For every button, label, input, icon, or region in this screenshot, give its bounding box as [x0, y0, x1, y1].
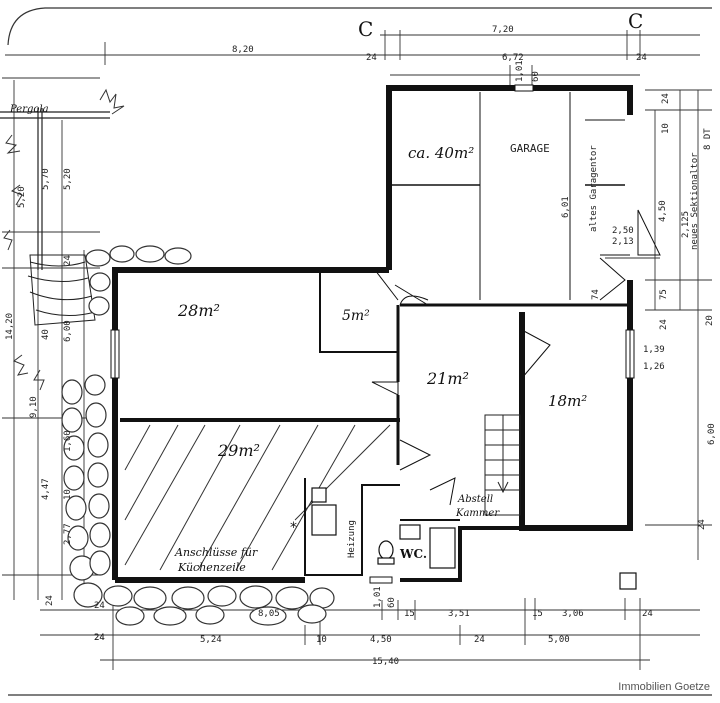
- dim-right-10: 10: [661, 123, 671, 134]
- anschluss-label-1: Anschlüsse für: [174, 546, 258, 559]
- garage-label: GARAGE: [510, 142, 550, 155]
- stone-paving: [61, 245, 335, 626]
- dim-left-160: 1,60: [63, 430, 73, 452]
- dim-bottom-10: 10: [316, 635, 327, 645]
- dim-right-450: 4,50: [658, 200, 668, 222]
- dim-bottom-500: 5,00: [548, 635, 570, 645]
- garage-area-label: ca. 40m²: [408, 144, 474, 162]
- dim-bottom-524: 5,24: [200, 635, 222, 645]
- dim-left-1420: 14,20: [5, 313, 15, 340]
- rotated-labels: Heizung altes Garagentor neues Sektional…: [347, 128, 713, 558]
- dim-bottom-15-b: 15: [532, 609, 543, 619]
- dim-top-24-b: 24: [636, 53, 647, 63]
- stairs: [484, 414, 521, 516]
- room-east-label: 18m²: [548, 392, 587, 410]
- dim-left-277: 2,77: [63, 523, 73, 545]
- dim-top-left-total: 8,20: [232, 45, 254, 55]
- dim-left-520-b: 5,20: [63, 168, 73, 190]
- tor-height-label: 8 DT: [703, 128, 713, 150]
- dim-bottom-805: 8,05: [258, 609, 280, 619]
- dim-right-75: 75: [659, 289, 669, 300]
- room-southwest-label: 29m²: [217, 441, 260, 460]
- dimension-lines: [2, 30, 712, 670]
- dim-bottom-total: 15,40: [372, 657, 399, 667]
- plants: [3, 88, 125, 391]
- room-hall-label: 21m²: [426, 369, 469, 388]
- room-labels: ca. 40m² GARAGE 28m² 5m² 21m² 18m² 29m² …: [9, 9, 643, 574]
- dim-left-40: 40: [41, 329, 51, 340]
- pergola-label: Pergola: [9, 104, 49, 115]
- dim-bottom-15-a: 15: [404, 609, 415, 619]
- dim-left-24: 24: [63, 255, 73, 266]
- dim-left-24-b: 24: [45, 595, 55, 606]
- dim-bottom-24-a: 24: [94, 601, 105, 611]
- dim-bottom-24-e: 24: [474, 635, 485, 645]
- dim-right-24-a: 24: [661, 93, 671, 104]
- dim-bottom-24-d: 24: [94, 633, 105, 643]
- dim-right-2125: 2,125: [681, 211, 691, 238]
- dim-bottom-24-b: 24: [94, 633, 105, 643]
- dim-top-24-a: 24: [366, 53, 377, 63]
- dim-top-right-total: 7,20: [492, 25, 514, 35]
- altes-garagentor-label: altes Garagentor: [589, 145, 599, 232]
- dim-right-600: 6,00: [707, 423, 717, 445]
- section-c-left: C: [358, 17, 373, 41]
- dim-top-672: 6,72: [502, 53, 524, 63]
- windows: [110, 84, 635, 584]
- heizung-label: Heizung: [347, 520, 357, 558]
- asterisk-mark: *: [290, 520, 297, 536]
- watermark: Immobilien Goetze: [618, 681, 710, 693]
- sheet-border: [7, 7, 712, 696]
- dim-left-600: 6,00: [63, 320, 73, 342]
- dim-bottom-306: 3,06: [562, 609, 584, 619]
- dim-bottom-60: 60: [387, 597, 397, 608]
- fixtures: [311, 487, 637, 590]
- dim-left-447: 4,47: [41, 478, 51, 500]
- dim-top-101: 1,01: [515, 60, 525, 82]
- curved-steps: [27, 254, 96, 326]
- abstellkammer-label-1: Abstell: [457, 494, 493, 505]
- abstellkammer-label-2: Kammer: [455, 508, 500, 519]
- dim-right-126: 1,26: [643, 362, 665, 372]
- room-west-label: 28m²: [177, 301, 220, 320]
- dim-left-10: 10: [63, 489, 73, 500]
- dim-right-74: 74: [591, 289, 601, 300]
- dim-bottom-24-c: 24: [642, 609, 653, 619]
- doors: [371, 209, 661, 506]
- dim-left-520-a: 5,20: [17, 186, 27, 208]
- room-small-label: 5m²: [342, 308, 370, 324]
- anschluss-label-2: Küchenzeile: [177, 561, 246, 574]
- neues-sektionaltor-label: neues Sektionaltor: [690, 152, 700, 250]
- dim-right-24-c: 24: [697, 519, 707, 530]
- walls: [112, 85, 633, 583]
- dim-bottom-101: 1,01: [373, 586, 383, 608]
- dim-right-139: 1,39: [643, 345, 665, 355]
- dim-right-213: 2,13: [612, 237, 634, 247]
- wc-label: WC.: [399, 547, 427, 561]
- pergola: [0, 108, 110, 270]
- dim-left-910: 9,10: [29, 396, 39, 418]
- dim-right-250: 2,50: [612, 226, 634, 236]
- section-c-right: C: [628, 9, 643, 33]
- dim-garage-601: 6,01: [561, 196, 571, 218]
- dim-right-24-b: 24: [659, 319, 669, 330]
- dimension-texts: 8,20 24 7,20 6,72 24 1,01 60 6,01 24 10 …: [5, 25, 717, 667]
- dim-right-20: 20: [705, 315, 715, 326]
- dim-bottom-351: 3,51: [448, 609, 470, 619]
- dim-top-60: 60: [531, 71, 541, 82]
- dim-bottom-450: 4,50: [370, 635, 392, 645]
- dim-left-570: 5,70: [41, 168, 51, 190]
